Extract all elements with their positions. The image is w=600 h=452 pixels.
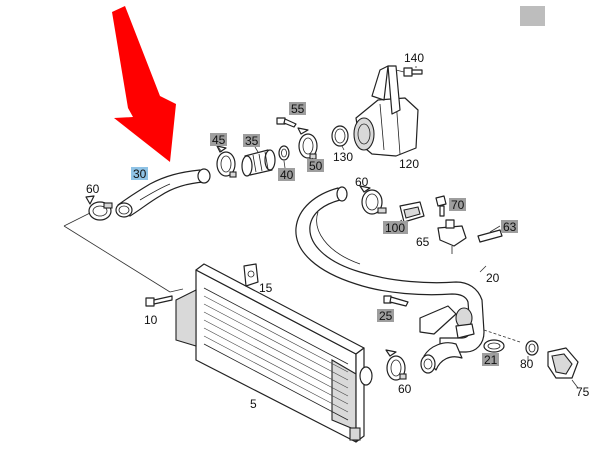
label-70-tag bbox=[449, 198, 466, 211]
label-50-tag bbox=[307, 159, 324, 172]
pressure-sensor-65 bbox=[437, 219, 467, 254]
label-25-tag bbox=[377, 309, 394, 322]
bolt-10 bbox=[145, 295, 173, 307]
label-30[interactable]: 30 bbox=[133, 167, 147, 181]
label-25[interactable]: 25 bbox=[379, 309, 393, 323]
corner-square[interactable] bbox=[520, 6, 545, 26]
label-55[interactable]: 55 bbox=[291, 102, 305, 116]
hose-clamp-top-right bbox=[359, 185, 387, 215]
o-ring-40 bbox=[278, 145, 290, 161]
label-60-left[interactable]: 60 bbox=[86, 182, 100, 196]
intercooler bbox=[175, 263, 373, 443]
label-21[interactable]: 21 bbox=[484, 353, 498, 367]
label-15[interactable]: 15 bbox=[259, 281, 273, 295]
bolt-25 bbox=[383, 295, 409, 307]
bolt-140 bbox=[403, 67, 423, 77]
sensor-100 bbox=[399, 201, 425, 223]
bracket-15 bbox=[243, 263, 259, 287]
label-65[interactable]: 65 bbox=[416, 235, 430, 249]
label-140[interactable]: 140 bbox=[404, 51, 424, 65]
label-63[interactable]: 63 bbox=[503, 220, 517, 234]
charge-air-pipe bbox=[295, 186, 485, 353]
label-55-tag bbox=[289, 102, 306, 115]
label-10[interactable]: 10 bbox=[144, 313, 158, 327]
red-arrow-icon bbox=[112, 6, 176, 162]
label-21-tag bbox=[482, 353, 499, 366]
intercooler-fins bbox=[203, 295, 349, 413]
label-45[interactable]: 45 bbox=[212, 133, 226, 147]
hose-clamp-45 bbox=[216, 145, 237, 178]
label-70[interactable]: 70 bbox=[451, 198, 465, 212]
label-100-tag bbox=[383, 221, 408, 234]
label-60-top-right[interactable]: 60 bbox=[355, 175, 369, 189]
label-120[interactable]: 120 bbox=[399, 157, 419, 171]
label-80[interactable]: 80 bbox=[520, 357, 534, 371]
label-50[interactable]: 50 bbox=[309, 159, 323, 173]
label-20[interactable]: 20 bbox=[486, 271, 500, 285]
hose-clamp-bottom bbox=[385, 349, 407, 381]
label-100[interactable]: 100 bbox=[385, 221, 405, 235]
label-40-tag bbox=[278, 168, 295, 181]
o-ring-80 bbox=[525, 340, 539, 356]
label-35[interactable]: 35 bbox=[245, 134, 259, 148]
charge-air-hose bbox=[115, 168, 211, 218]
label-35-tag bbox=[243, 134, 260, 147]
throttle-housing bbox=[353, 65, 419, 157]
o-ring-130 bbox=[331, 125, 349, 147]
label-5[interactable]: 5 bbox=[250, 397, 257, 411]
label-60-bottom[interactable]: 60 bbox=[398, 382, 412, 396]
hose-clamp-50 bbox=[297, 127, 318, 160]
label-30-highlight bbox=[131, 167, 148, 180]
hose-clamp-left bbox=[85, 195, 113, 221]
coupling-sleeve bbox=[241, 149, 276, 177]
bolt-55 bbox=[276, 117, 297, 128]
bolt-70 bbox=[435, 195, 447, 217]
label-75[interactable]: 75 bbox=[576, 385, 590, 399]
label-40[interactable]: 40 bbox=[280, 168, 294, 182]
label-45-tag bbox=[210, 133, 227, 146]
label-63-tag bbox=[501, 220, 518, 233]
clip-63 bbox=[477, 229, 503, 243]
pipe-flange bbox=[419, 305, 475, 339]
lower-elbow-hose bbox=[420, 342, 463, 374]
label-130[interactable]: 130 bbox=[333, 150, 353, 164]
sensor-75 bbox=[547, 347, 579, 379]
gasket-21 bbox=[483, 339, 505, 353]
